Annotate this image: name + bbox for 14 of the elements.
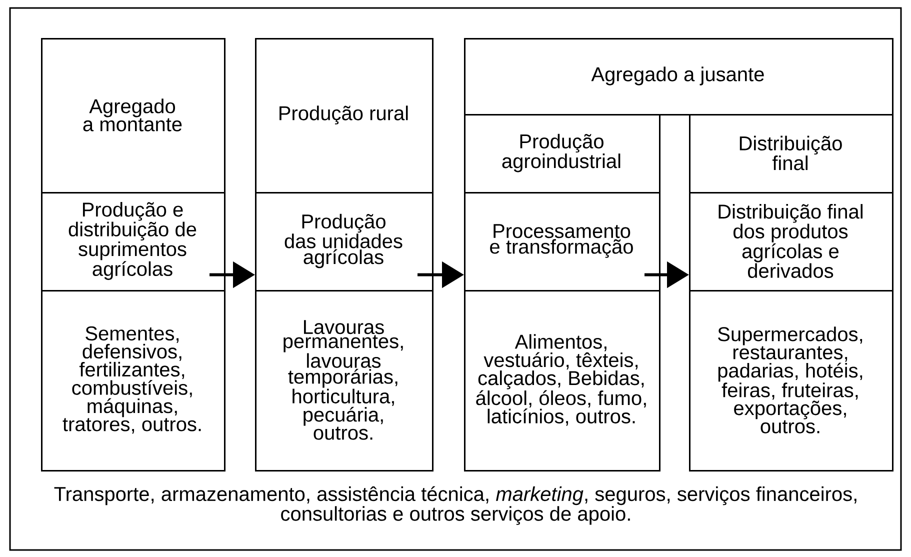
column-cell: Alimentos, vestuário, têxteis, calçados, Bebidas, álcool, óleos, fumo, laticínios, outros. <box>464 290 660 472</box>
column-cell: Distribuição final <box>689 114 894 194</box>
column-cell: Sementes, defensivos, fertilizantes, combustíveis, máquinas, tratores, outros. <box>41 290 226 472</box>
column-cell: Lavouras permanentes, lavouras temporárias, horticultura, pecuária, outros. <box>255 290 434 472</box>
column-cell: Agregado a jusante <box>464 38 894 116</box>
column-cell: Produção das unidades agrícolas <box>255 192 434 292</box>
column-cell: Distribuição final dos produtos agrícolas e derivados <box>689 192 894 292</box>
column-cell: Produção e distribuição de suprimentos agrícolas <box>41 192 226 292</box>
column-cell: Produção agroindustrial <box>464 114 660 194</box>
column-cell: Produção rural <box>255 38 434 194</box>
footer-note: Transporte, armazenamento, assistência técnica, marketing, seguros, serviços financeiros, consultorias e outros serviços de apoio. <box>54 486 856 525</box>
column-cell: Processamento e transformação <box>464 192 660 292</box>
column-cell: Supermercados, restaurantes, padarias, hotéis, feiras, fruteiras, exportações, outros. <box>689 290 894 472</box>
column-cell: Agregado a montante <box>41 38 226 194</box>
